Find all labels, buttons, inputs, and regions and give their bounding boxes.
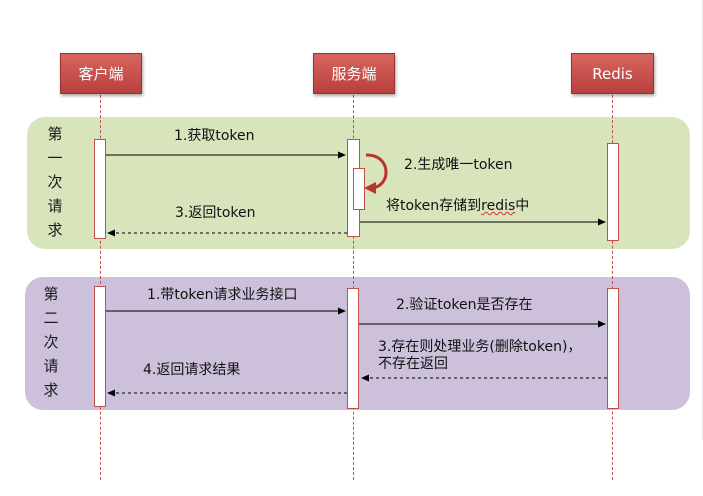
msg-request-with-token: 1.带token请求业务接口 (147, 287, 298, 303)
redis-lifeline (612, 95, 613, 480)
msg-store-redis: redis (481, 198, 516, 214)
redis-activation-1 (607, 143, 619, 241)
msg-return-result: 4.返回请求结果 (143, 362, 241, 378)
label-char: 第 (43, 285, 59, 303)
label-char: 请 (43, 357, 59, 375)
label-char: 求 (43, 381, 59, 399)
first-request-label: 第 一 次 请 求 (45, 122, 65, 242)
label-char: 一 (47, 149, 63, 167)
label-char: 次 (47, 173, 63, 191)
label-char: 次 (43, 333, 59, 351)
client-activation-1 (94, 139, 106, 239)
server-activation-2 (347, 288, 359, 409)
msg-store-token: 将token存储到redis中 (386, 198, 529, 215)
client-actor: 客户端 (60, 53, 142, 94)
label-char: 请 (47, 197, 63, 215)
redis-actor: Redis (571, 53, 654, 94)
msg-verify-token: 2.验证token是否存在 (396, 297, 533, 313)
label-char: 第 (47, 125, 63, 143)
label-char: 二 (43, 309, 59, 327)
msg-process-line2: 不存在返回 (378, 356, 448, 372)
msg-get-token: 1.获取token (174, 128, 255, 144)
msg-store-suffix: 中 (515, 198, 530, 214)
label-char: 求 (47, 221, 63, 239)
msg-generate-token: 2.生成唯一token (404, 157, 513, 173)
second-request-label: 第 二 次 请 求 (41, 282, 61, 402)
server-actor: 服务端 (313, 53, 395, 94)
arrow-self-generate (364, 153, 388, 194)
msg-return-token: 3.返回token (175, 205, 256, 221)
client-activation-2 (94, 286, 106, 407)
msg-store-prefix: 将token存储到 (386, 198, 482, 214)
msg-process-line1: 3.存在则处理业务(删除token)， (378, 339, 582, 355)
server-lifeline (353, 95, 354, 480)
redis-activation-2 (607, 288, 619, 409)
